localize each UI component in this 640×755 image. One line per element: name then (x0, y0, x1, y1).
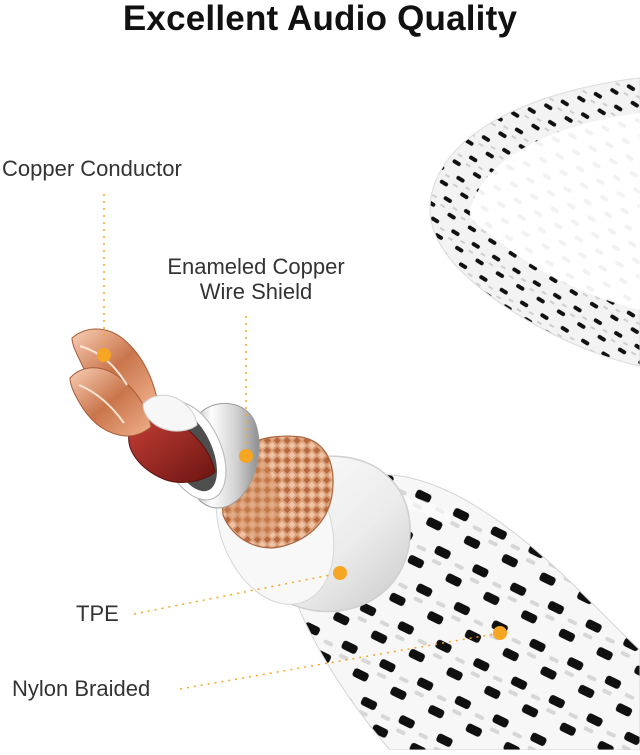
label-enameled-shield: Enameled Copper Wire Shield (150, 254, 362, 304)
callout-dot-tpe (333, 566, 347, 580)
callouts (97, 194, 507, 690)
callout-dot-shield (239, 449, 253, 463)
label-enameled-shield-line-2: Wire Shield (199, 279, 313, 304)
inner-white-sleeve (142, 394, 198, 432)
cable-loop (429, 77, 640, 367)
callout-dot-nylon (493, 626, 507, 640)
label-enameled-shield-line-1: Enameled Copper (167, 254, 345, 279)
page-title: Excellent Audio Quality (122, 0, 518, 38)
copper-conductor (69, 328, 158, 437)
label-tpe: TPE (76, 601, 119, 626)
label-copper-conductor: Copper Conductor (2, 156, 182, 181)
callout-line-tpe (133, 572, 341, 615)
callout-line-nylon (179, 632, 501, 690)
label-nylon-braided: Nylon Braided (12, 676, 151, 701)
callout-dot-copper-conductor (97, 348, 111, 362)
